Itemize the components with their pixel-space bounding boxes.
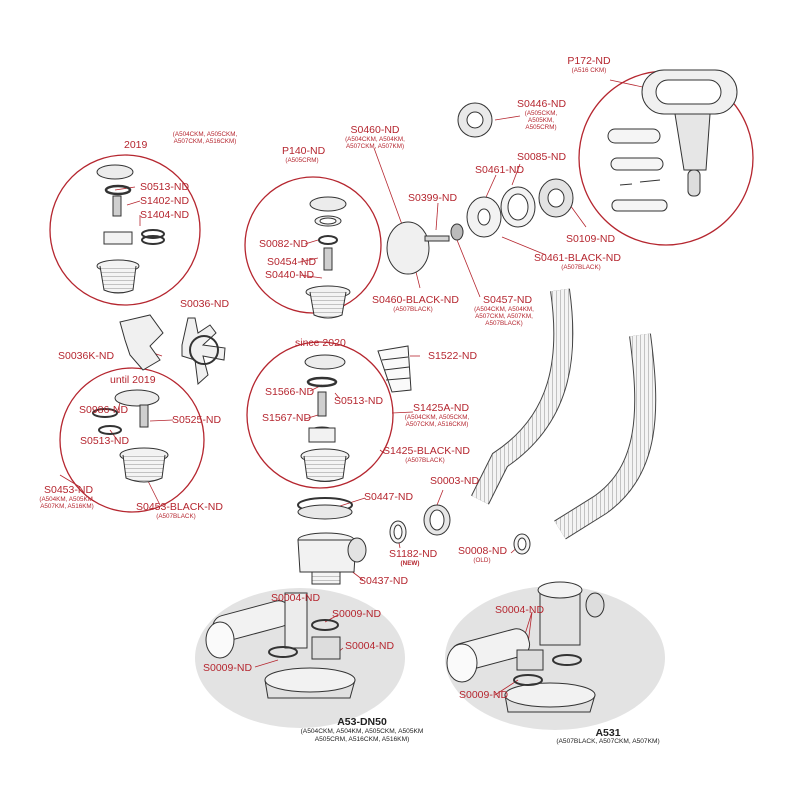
label-s1425-black-sub: (A507BLACK) [405,457,445,464]
circle-since-2020 [246,341,394,489]
label-s0453-sub: (A504KM, A505KM, A507KM, A516KM) [39,496,95,511]
label-p140-sub: (A505CRM) [285,157,319,164]
label-s0446: S0446-ND [517,98,567,110]
label-until-2019: until 2019 [110,374,156,386]
label-s0453: S0453-ND [44,484,94,496]
label-s1522: S1522-ND [428,350,478,362]
label-s1402: S1402-ND [140,195,190,207]
label-s0036: S0036-ND [180,298,230,310]
label-s0513-b: S0513-ND [80,435,130,447]
label-s0004-c: S0004-ND [495,604,545,616]
label-s0009-c: S0009-ND [459,689,509,701]
label-s0399: S0399-ND [408,192,458,204]
label-a531-sub: (A507BLACK, A507CKM, A507KM) [556,738,660,745]
label-s0457-sub: (A504CKM, A504KM, A507CKM, A507KM, A507B… [474,306,534,328]
circle-until-2019 [59,367,205,513]
label-s0008-sub: (OLD) [473,557,491,564]
label-s0454: S0454-ND [267,256,317,268]
label-s0447: S0447-ND [364,491,414,503]
label-s0008: S0008-ND [458,545,508,557]
circle-p140 [244,176,382,314]
label-s1404: S1404-ND [140,209,190,221]
label-p172-sub: (A516 CKM) [571,67,607,74]
label-s0513-a: S0513-ND [140,181,190,193]
label-s0082: S0082-ND [259,238,309,250]
label-s0446-sub: (A505CKM, A505KM, A505CRM) [524,110,558,132]
label-s1567: S1567-ND [262,412,312,424]
label-s0003: S0003-ND [430,475,480,487]
label-s1182: S1182-ND [389,548,438,560]
label-s0453-black-sub: (A507BLACK) [156,513,196,520]
label-a531: A531 [595,727,621,739]
label-s0109: S0109-ND [566,233,616,245]
label-s1425a: S1425A-ND [413,402,470,414]
label-s0453-black: S0453-BLACK-ND [136,501,223,513]
label-s0457: S0457-ND [483,294,533,306]
label-s0009-a: S0009-ND [332,608,382,620]
label-s0437: S0437-ND [359,575,409,587]
label-s0461: S0461-ND [475,164,525,176]
label-s0460-black-sub: (A507BLACK) [393,306,433,313]
label-p140: P140-ND [282,145,326,157]
label-a53-sub: (A504CKM, A504KM, A505CKM, A505KM A505CR… [300,728,424,743]
label-s0461-black: S0461-BLACK-ND [534,252,621,264]
circle-2019 [49,154,201,306]
label-s0460-black: S0460-BLACK-ND [372,294,459,306]
label-s0986: S0986-ND [79,404,129,416]
label-s0513-c: S0513-ND [334,395,384,407]
label-s0004-a: S0004-ND [271,592,321,604]
label-since-2020: since 2020 [295,337,346,349]
label-s0525: S0525-ND [172,414,222,426]
label-2019-sub: (A504CKM, A505CKM, A507CKM, A516CKM) [172,131,238,146]
label-s0004-b: S0004-ND [345,640,395,652]
label-s0036k: S0036K-ND [58,350,115,362]
label-s0440: S0440-ND [265,269,315,281]
label-s1425-black: S1425-BLACK-ND [383,445,470,457]
label-s0461-black-sub: (A507BLACK) [561,264,601,271]
label-s0460: S0460-ND [350,124,400,136]
label-s1425a-sub: (A504CKM, A505CKM, A507CKM, A516CKM) [404,414,470,429]
label-s1182-sub: (NEW) [400,560,420,567]
label-p172: P172-ND [567,55,611,67]
label-s0085: S0085-ND [517,151,567,163]
label-a53: A53-DN50 [337,716,387,728]
label-s0460-sub: (A504CKM, A504KM, A507CKM, A507KM) [345,136,405,151]
label-s0009-b: S0009-ND [203,662,253,674]
label-2019: 2019 [124,139,148,151]
label-s1566: S1566-ND [265,386,315,398]
